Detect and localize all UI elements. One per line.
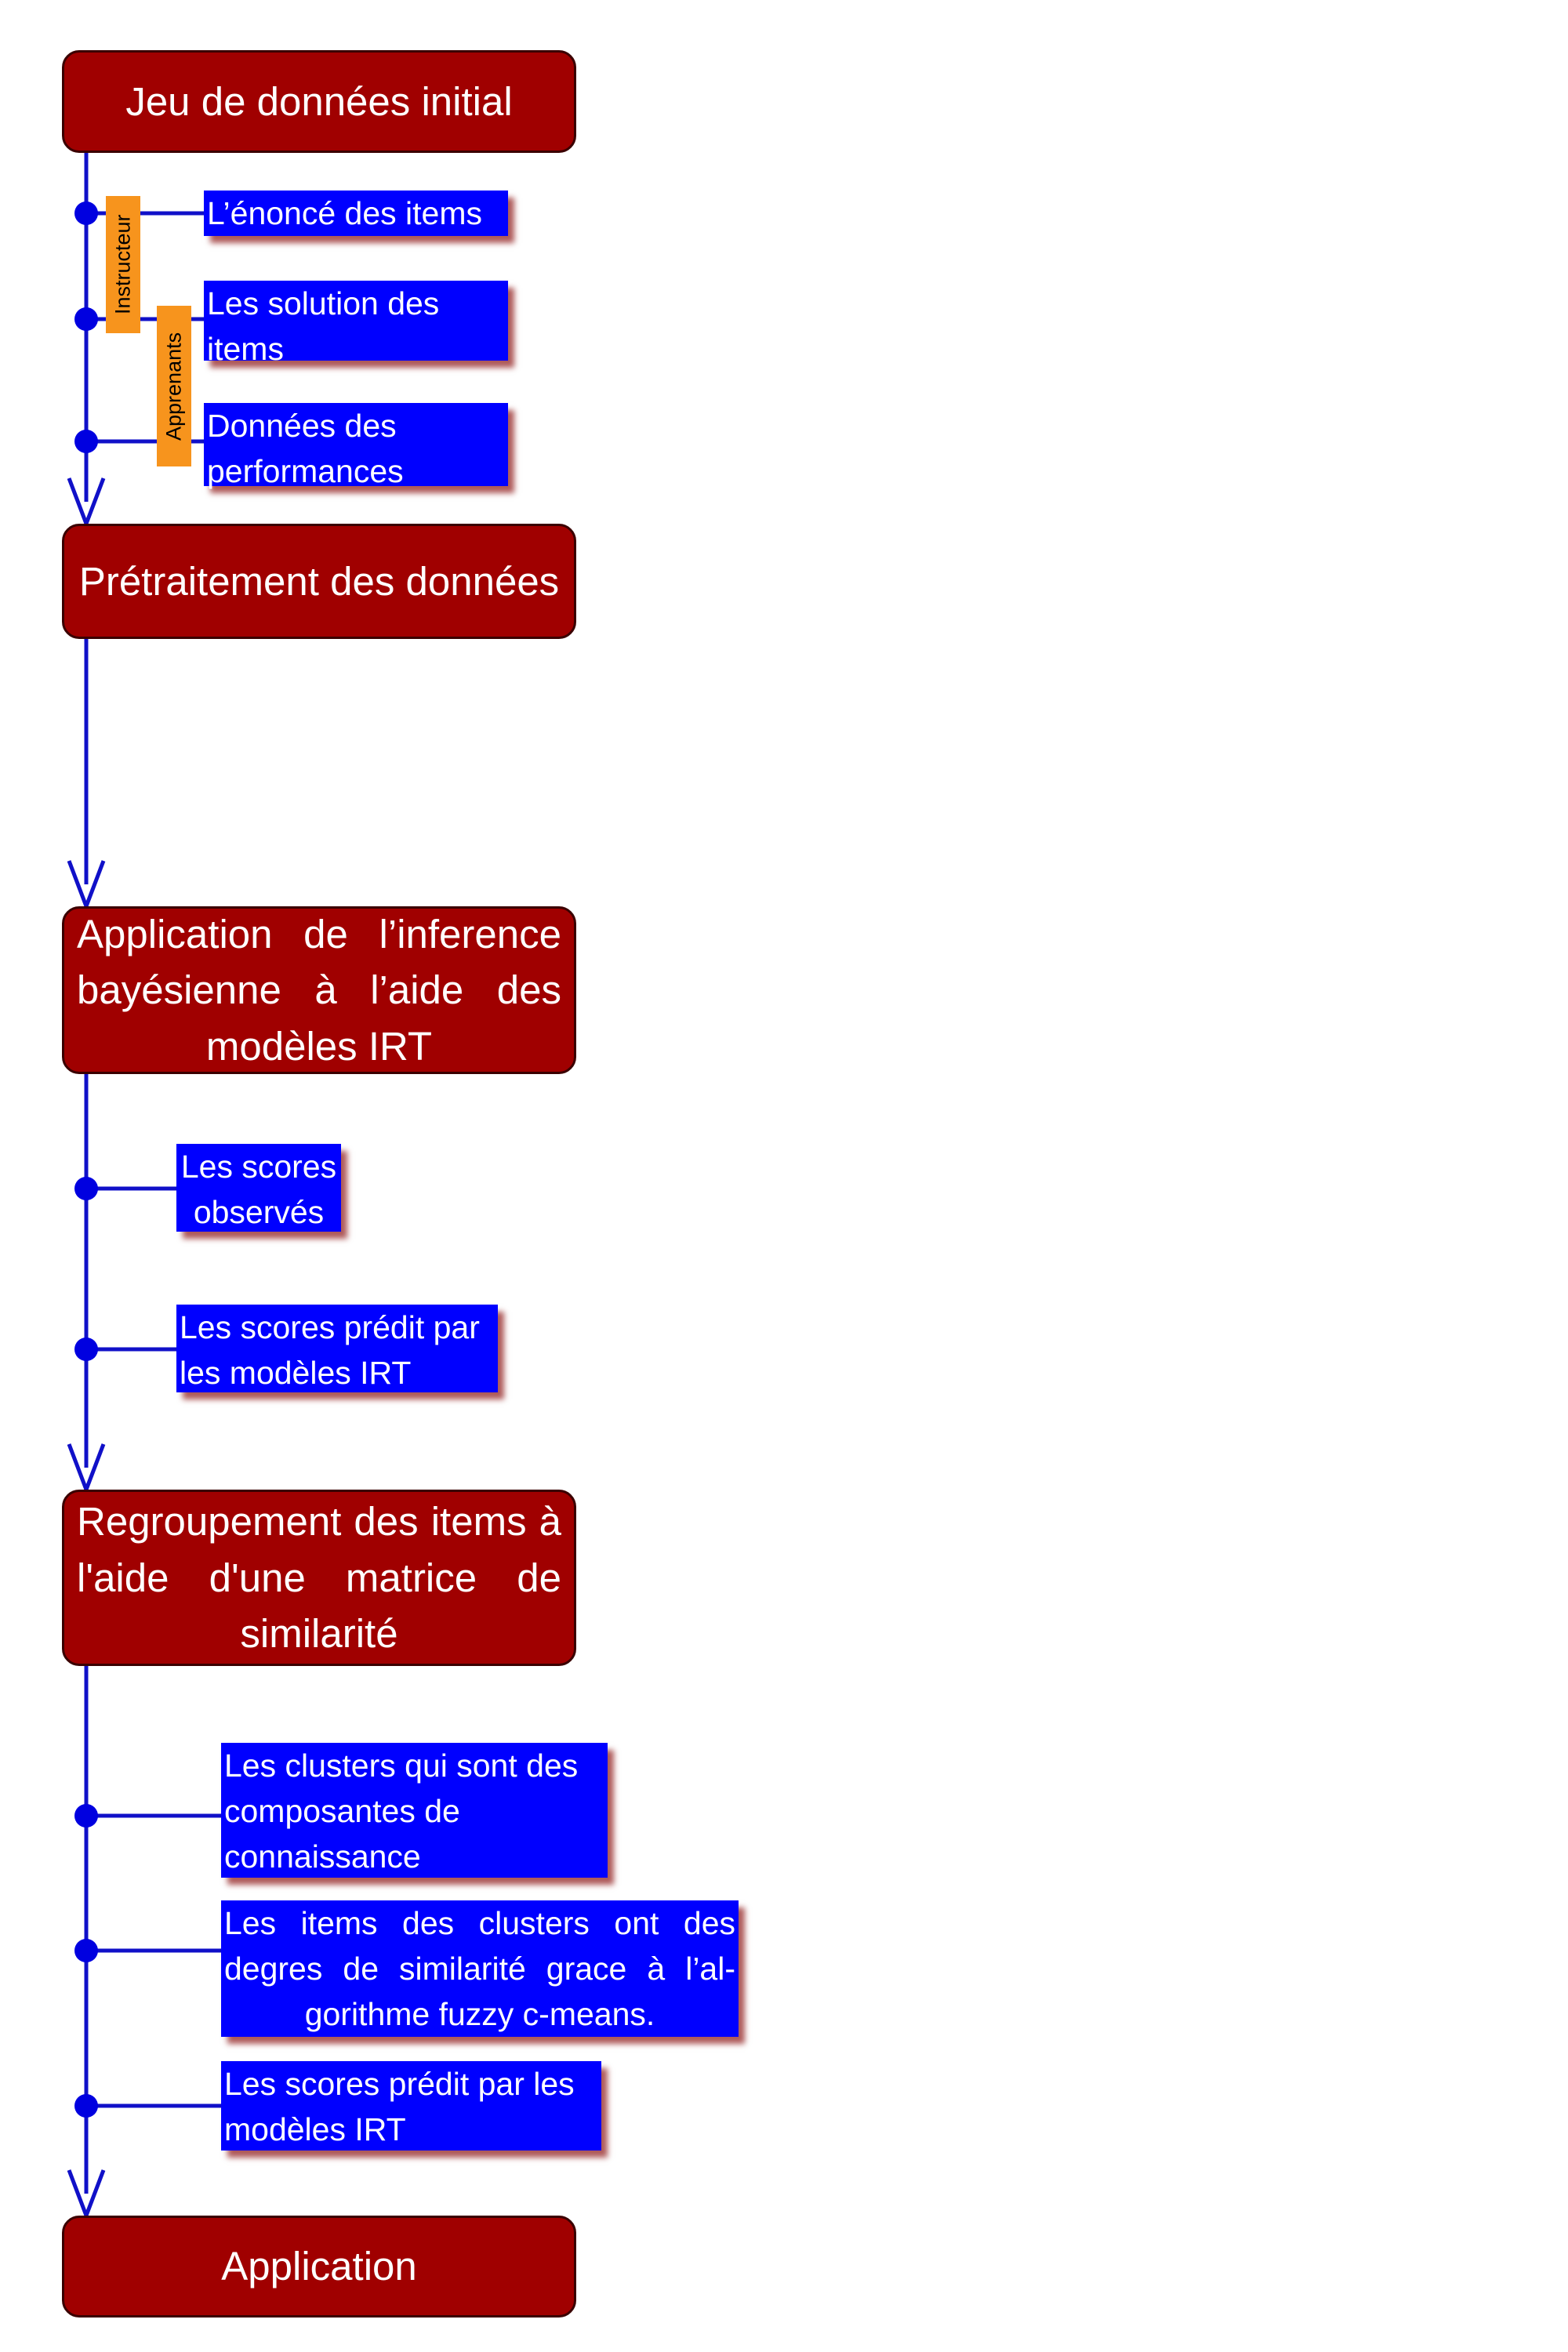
node-dot bbox=[74, 2094, 98, 2118]
info-fuzzy-cmeans: Les items des clusters ont des degres de… bbox=[221, 1900, 739, 2037]
step-application: Application bbox=[62, 2216, 576, 2318]
info-observed-scores: Les scores observés bbox=[176, 1144, 341, 1232]
node-dot bbox=[74, 1939, 98, 1962]
step-label: Regroupement des items à l'aide d'une ma… bbox=[77, 1499, 561, 1657]
node-dot bbox=[74, 1177, 98, 1200]
info-performance-data: Données des performances bbox=[204, 403, 508, 489]
node-dot bbox=[74, 430, 98, 453]
info-predicted-scores: Les scores prédit par les modèles IRT bbox=[176, 1305, 498, 1392]
info-predicted-scores-irt: Les scores prédit par les modèles IRT bbox=[221, 2061, 601, 2151]
step-initial-dataset: Jeu de données initial bbox=[62, 50, 576, 153]
step-bayesian-inference: Application de l’inference bayésienne à … bbox=[62, 906, 576, 1074]
step-label: Prétraitement des données bbox=[78, 558, 560, 604]
node-dot bbox=[74, 307, 98, 331]
node-dot bbox=[74, 201, 98, 225]
info-knowledge-clusters: Les clusters qui sont des composantes de… bbox=[221, 1743, 608, 1878]
node-dot bbox=[74, 1804, 98, 1828]
step-label: Jeu de données initial bbox=[125, 78, 513, 124]
info-item-statements: L’énoncé des items bbox=[204, 191, 508, 236]
step-label: Application bbox=[221, 2244, 417, 2289]
node-dot bbox=[74, 1338, 98, 1361]
step-label: Application de l’inference bayésienne à … bbox=[77, 911, 561, 1069]
info-item-solutions: Les solution des items bbox=[204, 281, 508, 367]
tag-instructeur: Instructeur bbox=[106, 196, 140, 333]
step-preprocessing: Prétraitement des données bbox=[62, 524, 576, 639]
step-clustering: Regroupement des items à l'aide d'une ma… bbox=[62, 1490, 576, 1666]
tag-apprenants: Apprenants bbox=[157, 306, 191, 466]
